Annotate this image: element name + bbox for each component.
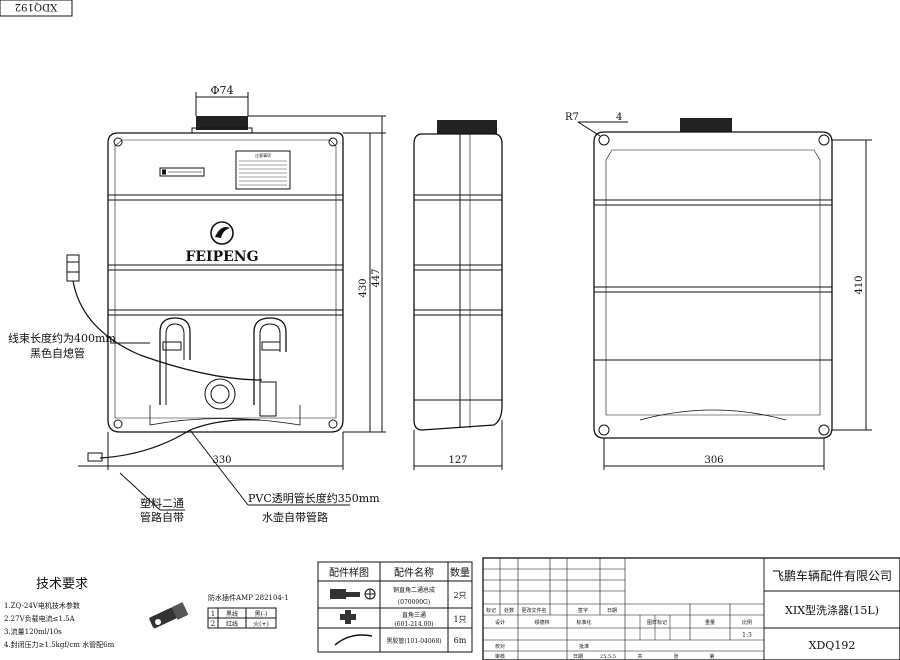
title-block: 标记 处数 更改文件名 签字 日期 设计 缪德林 标准化 图样标记 重量 比例 … [482, 557, 900, 660]
date-value: 25.5.5 [600, 654, 616, 660]
rev-h-3: 更改文件名 [521, 607, 546, 614]
tech-requirements: 技术要求 1.ZQ-24V电机技术参数 2.27V负载电流≤1.5A 3.流量1… [4, 577, 115, 649]
tee-label-1: 塑料二通 [140, 496, 184, 510]
dim-radius: R7 [565, 112, 579, 123]
harness-label-1: 线束长度约为400mm [8, 331, 116, 345]
drawing-number: XDQ192 [809, 639, 856, 652]
brand-label: FEIPENG [185, 249, 258, 265]
sheet-label-1: 张 [673, 653, 678, 660]
conn-pole-1: 黑(-) [255, 611, 268, 618]
pvc-label-2: 水壶自带管路 [262, 510, 328, 524]
audit-label: 审核 [495, 653, 505, 660]
tech-req-item-2: 2.27V负载电流≤1.5A [4, 614, 76, 623]
label-plate-title: 注意事项 [255, 152, 271, 158]
back-view: R7 4 410 306 [565, 112, 872, 470]
part-3-name: 黑胶管(101-04068) [386, 637, 441, 645]
parts-header-image: 配件样图 [329, 566, 369, 579]
harness-label-2: 黑色自熄管 [30, 346, 85, 360]
dim-width: 330 [212, 455, 231, 466]
tech-req-title: 技术要求 [36, 577, 88, 592]
tech-req-item-3: 3.流量120ml/10s [4, 627, 62, 636]
conn-pole-2: 火(+) [253, 621, 269, 628]
part-2-name-2: (601-214.00) [394, 621, 433, 628]
rev-h-2: 处数 [504, 607, 514, 614]
tee-fitting-icon [340, 610, 356, 624]
part-2-name-1: 直角三通 [402, 611, 426, 619]
connector-block: 防水插件AMP 282104-1 1 黑线 黑(-) 2 红线 火(+) [149, 593, 289, 629]
scale-value: 1:3 [742, 632, 752, 639]
tech-req-item-1: 1.ZQ-24V电机技术参数 [4, 601, 80, 610]
rev-h-5: 日期 [607, 608, 617, 614]
product-name: XIX型洗涤器(15L) [785, 603, 879, 617]
tee-label-2: 管路自带 [140, 510, 184, 524]
connector-plug-icon [66, 254, 80, 282]
part-2-qty: 1只 [453, 615, 466, 624]
dim-height-outer: 447 [371, 268, 382, 287]
rev-h-4: 签字 [578, 607, 588, 614]
parts-table: 配件样图 配件名称 数量 铜直角二通总成 (070090G) 2只 直角三通 (… [317, 561, 473, 653]
part-1-qty: 2只 [453, 591, 466, 600]
designer-name: 缪德林 [534, 619, 549, 626]
pvc-label-1: PVC透明管长度约350mm [248, 491, 380, 505]
part-1-name-2: (070090G) [398, 599, 430, 606]
mirrored-number: XDQ192 [15, 1, 57, 12]
elbow-fitting-icon [330, 588, 376, 600]
stage-label: 图样标记 [647, 619, 667, 626]
mirrored-number-box: XDQ192 [0, 0, 73, 17]
dim-hole: 4 [616, 112, 622, 123]
total-label: 共 [637, 653, 642, 660]
front-view: Φ74 注意事项 FEIPENG [66, 84, 386, 511]
dim-back-height: 410 [854, 275, 865, 294]
design-label: 设计 [495, 619, 505, 626]
rev-h-1: 标记 [486, 607, 496, 614]
front-dia-cap-label: Φ74 [210, 84, 233, 97]
scale-label: 比例 [742, 619, 752, 626]
company-name: 飞鹏车辆配件有限公司 [772, 568, 892, 583]
part-1-name-1: 铜直角二通总成 [393, 586, 435, 594]
waterproof-plug-icon [149, 602, 189, 629]
dim-depth: 127 [448, 455, 467, 466]
page-label: 第 [709, 653, 714, 660]
weight-label: 重量 [705, 619, 715, 626]
conn-color-1: 黑线 [226, 610, 238, 618]
side-view: 127 [413, 120, 503, 470]
hose-icon [334, 634, 373, 646]
standard-label: 标准化 [576, 619, 591, 626]
part-3-qty: 6m [454, 636, 467, 645]
dim-height-inner: 430 [358, 278, 369, 297]
parts-header-name: 配件名称 [394, 566, 434, 579]
date-label: 日期 [573, 654, 583, 660]
conn-no-1: 1 [211, 610, 215, 618]
approve-label: 批准 [579, 643, 589, 650]
feipeng-logo-icon [210, 221, 234, 245]
parts-header-qty: 数量 [450, 566, 470, 579]
connector-title: 防水插件AMP 282104-1 [208, 593, 289, 602]
dim-back-width: 306 [704, 455, 723, 466]
conn-no-2: 2 [211, 620, 215, 628]
conn-color-2: 红线 [226, 620, 238, 628]
front-cap [196, 116, 248, 130]
check-label: 校对 [495, 643, 505, 650]
tech-req-item-4: 4.封闭压力≥1.5kgf/cm 水管配6m [4, 640, 115, 649]
